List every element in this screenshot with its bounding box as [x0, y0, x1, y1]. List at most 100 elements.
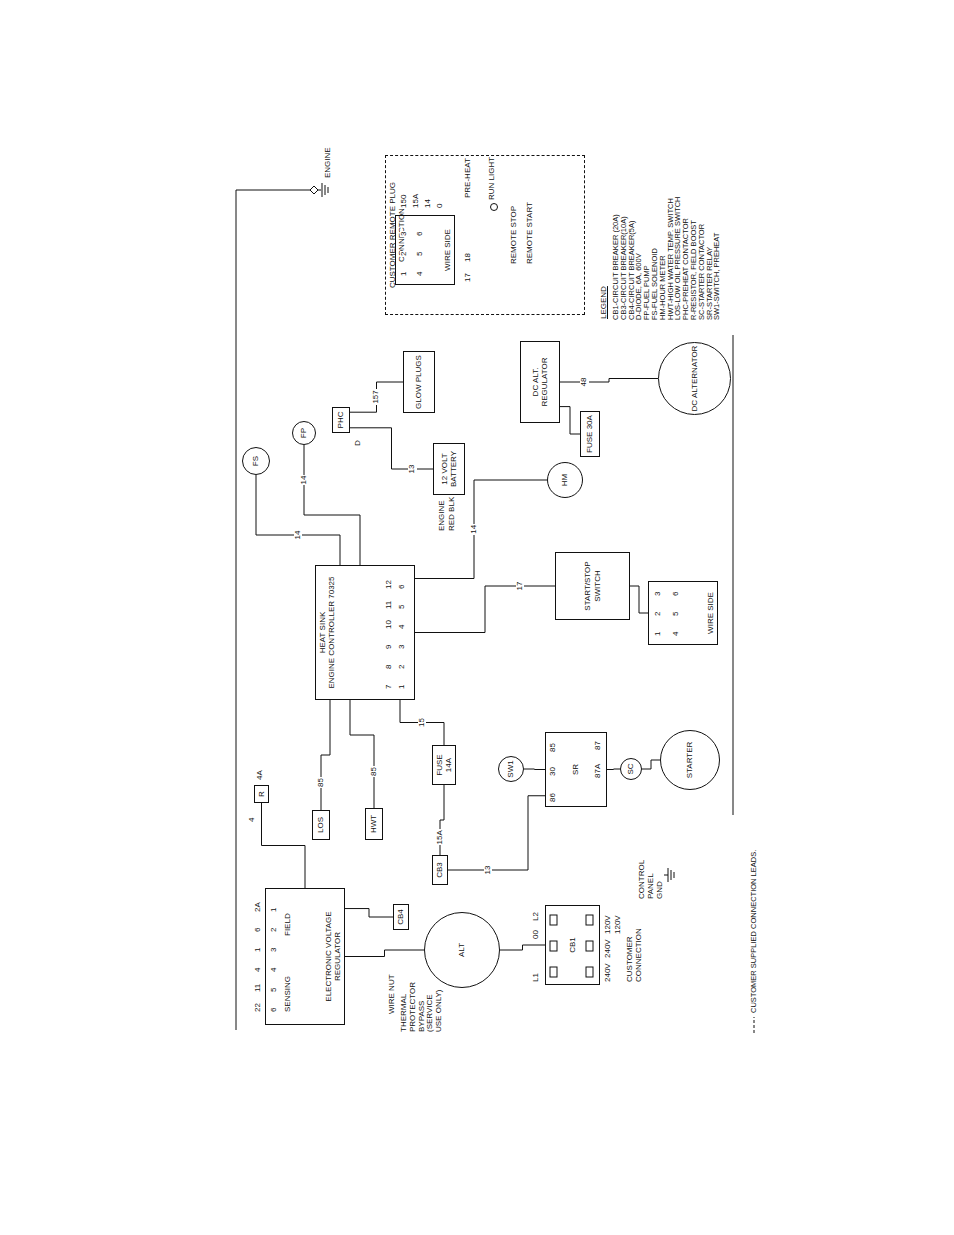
legend-entry: CB3-CIRCUIT BREAKER(10A) [620, 216, 628, 320]
component-circle: HM [547, 462, 583, 498]
node-body: SW1 [498, 756, 524, 782]
node-body: FP [292, 421, 316, 445]
diagram-label: 3 [654, 591, 663, 597]
diagram-label: 4 [398, 624, 407, 630]
diagram-label: THERMAL PROTECTOR BYPASS (SERVICE USE ON… [400, 985, 444, 1033]
diagram-label: 4 [254, 967, 263, 973]
diagram-label: 8 [385, 664, 394, 670]
wire [500, 945, 545, 950]
wire-number: 13 [484, 865, 493, 876]
component-box: START/STOP SWITCH [555, 552, 630, 620]
legend-entry: SW1-SWITCH, PREHEAT [713, 233, 721, 320]
diagram-label: 1 [270, 907, 279, 913]
diagram-label: 87 [594, 740, 603, 751]
diagram-label: 15A [412, 193, 421, 209]
diagram-label: 5 [416, 251, 425, 257]
node-body: STARTER [660, 730, 720, 790]
diagram-label: 9 [385, 644, 394, 650]
node-body: GLOW PLUGS [404, 352, 434, 412]
wire [350, 382, 403, 412]
lamp-symbol [491, 204, 498, 211]
legend-entry: FS-FUEL SOLENOID [651, 248, 659, 320]
diagram-label: 6 [270, 1007, 279, 1013]
diagram-label: 4 [672, 631, 681, 637]
component-box: CB3 [432, 855, 448, 885]
node-body: FS [242, 447, 270, 475]
wire [733, 335, 734, 815]
legend-entry: HM-HOUR METER [659, 255, 667, 320]
diagram-label: D [354, 439, 363, 447]
diagram-label: 86 [549, 792, 558, 803]
diagram-label: 10 [385, 619, 394, 630]
component-box: CB1 [545, 905, 600, 985]
wire-number: 14 [470, 524, 479, 535]
diagram-label: 3 [398, 644, 407, 650]
diagram-label: 22 [254, 1002, 263, 1013]
diagram-label: 120V [614, 914, 623, 935]
circle-shape [243, 448, 270, 475]
node-body: PHC [333, 408, 349, 432]
wire [524, 769, 545, 771]
component-circle: STARTER [660, 730, 720, 790]
legend-entry: PHC-PREHEAT CONTACTOR [682, 218, 690, 320]
node-text: SC [626, 763, 635, 774]
diagram-label: 2 [270, 927, 279, 933]
diagram-label: 6 [398, 584, 407, 590]
wire-number: 15 [418, 717, 427, 728]
breaker-pole [586, 967, 593, 977]
diagram-label: 1 [654, 631, 663, 637]
diagram-label: 85 [549, 742, 558, 753]
diagram-label: RUN LIGHT [488, 156, 497, 201]
circle-shape [499, 757, 524, 782]
legend-entry: SR-STARTER RELAY [706, 247, 714, 320]
node-text: R [257, 791, 266, 797]
circle-shape [661, 731, 720, 790]
diagram-label: 0 [436, 203, 445, 209]
diagram-label: 12 [385, 579, 394, 590]
node-text: HM [560, 474, 569, 486]
node-text: FS [251, 456, 260, 466]
component-box: 12 VOLT BATTERY [433, 443, 465, 495]
diagram-label: CONTROL PANEL GND [638, 853, 664, 900]
diagram-label: 7 [385, 684, 394, 690]
node-body: FUSE 30A [581, 412, 599, 456]
component-circle: ALT [424, 912, 500, 988]
diagram-label: ENGINE [438, 499, 447, 532]
diagram-label: 17 [464, 272, 473, 283]
node-text: CB3 [435, 862, 444, 878]
breaker-pole [586, 941, 593, 951]
diagram-label: 240V [604, 938, 613, 959]
breaker-pole [550, 941, 557, 951]
breaker-pole [550, 967, 557, 977]
component-circle: FS [242, 447, 270, 475]
diagram-label: 5 [398, 604, 407, 610]
wire-number: 14 [300, 475, 309, 486]
diagram-label: REMOTE STOP [510, 205, 519, 265]
component-box: GLOW PLUGS [403, 351, 435, 413]
diagram-label: FIELD [284, 912, 293, 937]
diagram-label: 3 [400, 231, 409, 237]
circle-shape [548, 463, 583, 498]
node-text: PHC [336, 412, 345, 429]
wire [607, 769, 620, 771]
circle-shape [293, 422, 316, 445]
node-body: SC [620, 758, 642, 780]
wire [642, 760, 660, 769]
diagram-label: 6 [254, 927, 263, 933]
diagram-label: 4 [248, 817, 257, 823]
diagram-label: REMOTE START [526, 201, 535, 265]
node-body: ALT [424, 912, 500, 988]
wire [448, 796, 545, 870]
diagram-label: 240V [604, 962, 613, 983]
wire [350, 428, 433, 469]
node-text: SR [571, 764, 580, 775]
wire [630, 586, 648, 613]
legend-entry: SC-STARTER CONTACTOR [698, 224, 706, 320]
node-text: START/STOP SWITCH [583, 555, 601, 617]
node-text: DC ALTERNATOR [690, 346, 699, 412]
diagram-label: 14 [424, 198, 433, 209]
ground-symbol [318, 183, 328, 197]
node-body: HWT [366, 809, 382, 839]
node-body: CB3 [433, 856, 447, 884]
wire [350, 700, 374, 808]
